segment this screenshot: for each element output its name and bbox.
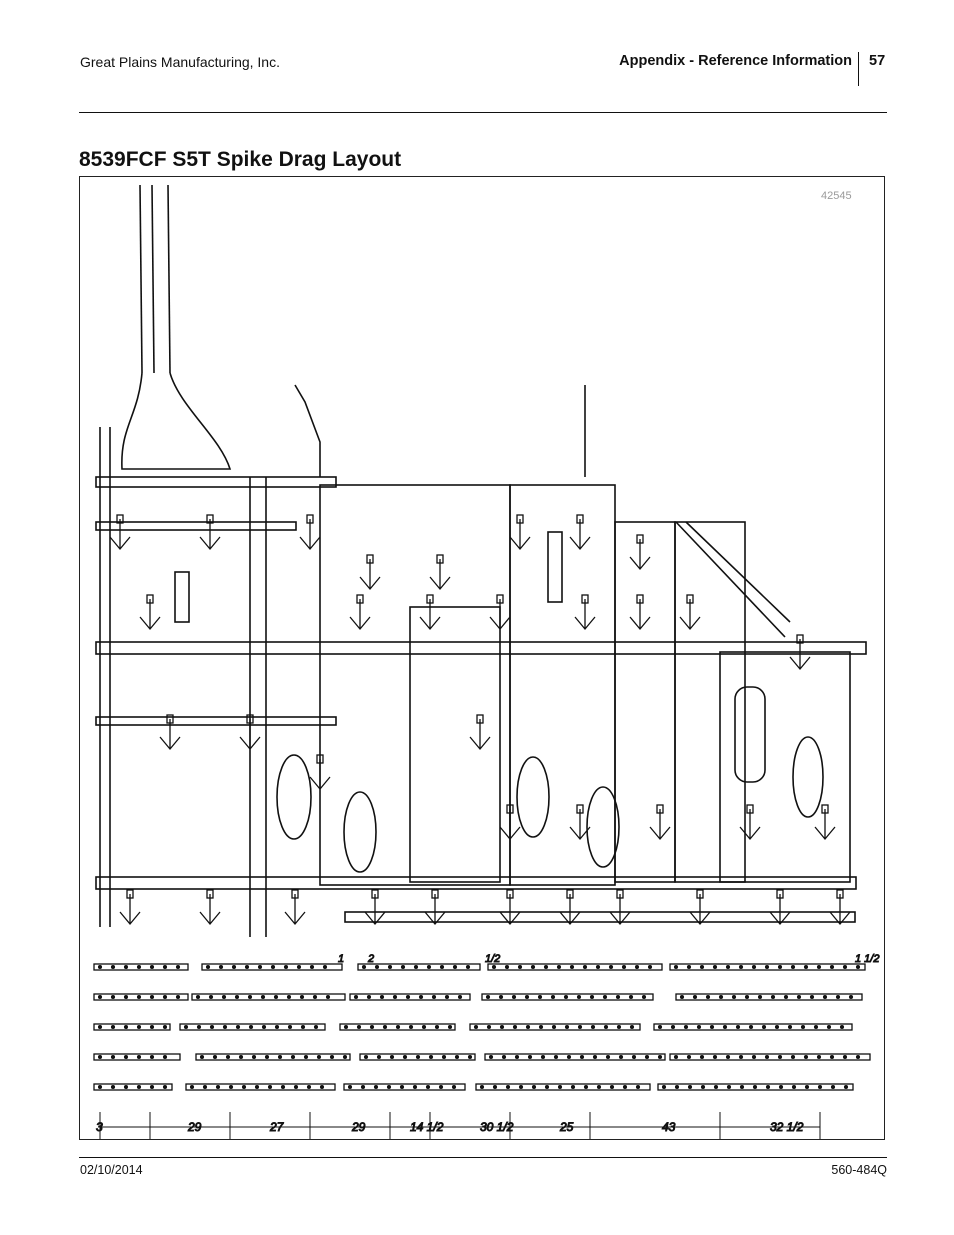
drag-bar (93, 1083, 173, 1091)
spike-tooth (629, 594, 651, 631)
drag-bar (93, 1023, 171, 1031)
spike-tooth (789, 634, 811, 671)
drag-bar (653, 1023, 853, 1031)
footer-rule (79, 1157, 887, 1158)
spike-tooth (239, 714, 261, 751)
page-number: 57 (869, 53, 886, 69)
dimension-label: 29 (187, 1120, 202, 1134)
spike-tooth (569, 514, 591, 551)
drag-bar (481, 993, 654, 1001)
spacing-label: 2 (367, 953, 374, 965)
drag-bar (201, 963, 343, 971)
footer-date: 02/10/2014 (80, 1163, 143, 1177)
spike-tooth (199, 889, 221, 926)
spike-tooth (199, 514, 221, 551)
spike-tooth (769, 889, 791, 926)
drag-bar (93, 1053, 181, 1061)
dimension-label: 27 (269, 1120, 285, 1134)
drag-bar (185, 1083, 336, 1091)
spike-tooth (649, 804, 671, 841)
drag-bar (469, 1023, 641, 1031)
drag-bar (675, 993, 863, 1001)
drag-bar (93, 963, 189, 971)
header-divider (858, 52, 859, 86)
dimension-label: 25 (559, 1120, 574, 1134)
figure-number: 42545 (821, 190, 852, 202)
spacing-label: 1 (338, 953, 344, 965)
drag-bar (349, 993, 471, 1001)
figure-frame: 3 29 27 29 14 1/2 30 1/2 25 43 32 1/2 1 2 1/2 1 1/2 (79, 176, 885, 1142)
drag-bar (179, 1023, 326, 1031)
spike-tooth (814, 804, 836, 841)
dimension-label: 43 (662, 1120, 676, 1134)
page-title: 8539FCF S5T Spike Drag Layout (79, 148, 402, 171)
spike-tooth (574, 594, 596, 631)
spike-tooth (679, 594, 701, 631)
drag-bar (484, 1053, 666, 1061)
spike-tooth (609, 889, 631, 926)
spike-tooth (629, 534, 651, 571)
drag-bar (359, 1053, 476, 1061)
drag-bar (191, 993, 346, 1001)
spike-tooth (499, 889, 521, 926)
spike-tooth (689, 889, 711, 926)
spike-tooth (109, 514, 131, 551)
spike-tooth (469, 714, 491, 751)
drag-bar (669, 1053, 871, 1061)
spike-tooth (559, 889, 581, 926)
drag-bar (343, 1083, 466, 1091)
dimension-label: 14 1/2 (410, 1120, 444, 1134)
drag-bar (195, 1053, 351, 1061)
dimension-label: 32 1/2 (770, 1120, 804, 1134)
spike-tooth (499, 804, 521, 841)
spike-tooth (359, 554, 381, 591)
dimension-label: 29 (351, 1120, 366, 1134)
spike-tooth (159, 714, 181, 751)
dimension-label: 30 1/2 (480, 1120, 514, 1134)
spacing-label: 1 1/2 (855, 953, 879, 965)
footer-doc-number: 560-484Q (831, 1163, 887, 1177)
drag-bar (669, 963, 866, 971)
company-name: Great Plains Manufacturing, Inc. (80, 54, 280, 70)
spike-drag-layout-drawing: 3 29 27 29 14 1/2 30 1/2 25 43 32 1/2 1 2 1/2 1 1/2 (93, 184, 880, 1142)
drag-bar (475, 1083, 651, 1091)
spike-tooth (569, 804, 591, 841)
spike-tooth (284, 889, 306, 926)
spike-tooth (489, 594, 511, 631)
spacing-label: 1/2 (485, 953, 500, 965)
spike-tooth (119, 889, 141, 926)
dimension-label: 3 (96, 1120, 103, 1134)
spike-tooth (739, 804, 761, 841)
header-rule (79, 112, 887, 113)
spike-tooth (424, 889, 446, 926)
spike-tooth (299, 514, 321, 551)
spike-tooth (139, 594, 161, 631)
spike-tooth (309, 754, 331, 791)
spike-tooth (429, 554, 451, 591)
drag-bar (357, 963, 481, 971)
drag-bar (657, 1083, 854, 1091)
section-title: Appendix - Reference Information (619, 53, 852, 69)
spike-tooth (349, 594, 371, 631)
drag-bar (93, 993, 189, 1001)
drag-bar (339, 1023, 456, 1031)
spike-tooth (829, 889, 851, 926)
spike-tooth (364, 889, 386, 926)
spike-tooth (509, 514, 531, 551)
drag-bar (487, 963, 663, 971)
spike-tooth (419, 594, 441, 631)
